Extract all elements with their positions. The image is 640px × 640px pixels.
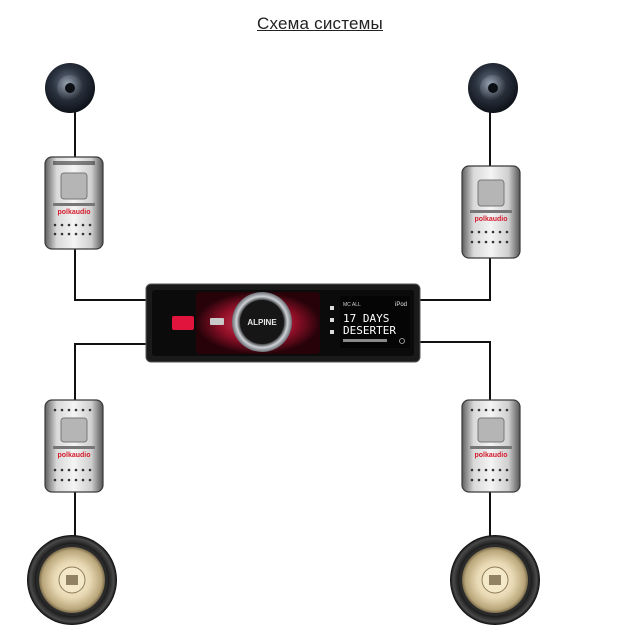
head-unit: ALPINE MC ALL iPod 17 DAYS DESERTER (145, 283, 421, 363)
crossover-brand-label: polkaudio (474, 452, 507, 459)
tweeter-left (45, 63, 95, 113)
crossover-brand-label: polkaudio (474, 216, 507, 223)
wire-front-right (420, 255, 491, 301)
wiring (74, 110, 491, 538)
wire-rear-left (74, 343, 147, 402)
tweeter-right (468, 63, 518, 113)
wire-rear-right (420, 341, 491, 402)
crossover-front-left: polkaudio (44, 156, 104, 250)
crossover-rear-right: polkaudio (461, 399, 521, 493)
crossover-brand-label: polkaudio (57, 452, 90, 459)
woofer-right (450, 535, 540, 625)
wire-front-left (74, 248, 147, 301)
crossover-rear-left: polkaudio (44, 399, 104, 493)
display-line-1: 17 DAYS (343, 312, 389, 325)
display-line-2: DESERTER (343, 324, 396, 337)
diagram-title: Схема системы (257, 14, 383, 33)
source-label: iPod (395, 302, 407, 308)
brand-label: ALPINE (247, 318, 277, 327)
crossover-brand-label: polkaudio (57, 209, 90, 216)
mode-badge: MC ALL (343, 302, 361, 308)
crossover-front-right: polkaudio (461, 165, 521, 259)
woofer-left (27, 535, 117, 625)
source-button (172, 316, 194, 330)
